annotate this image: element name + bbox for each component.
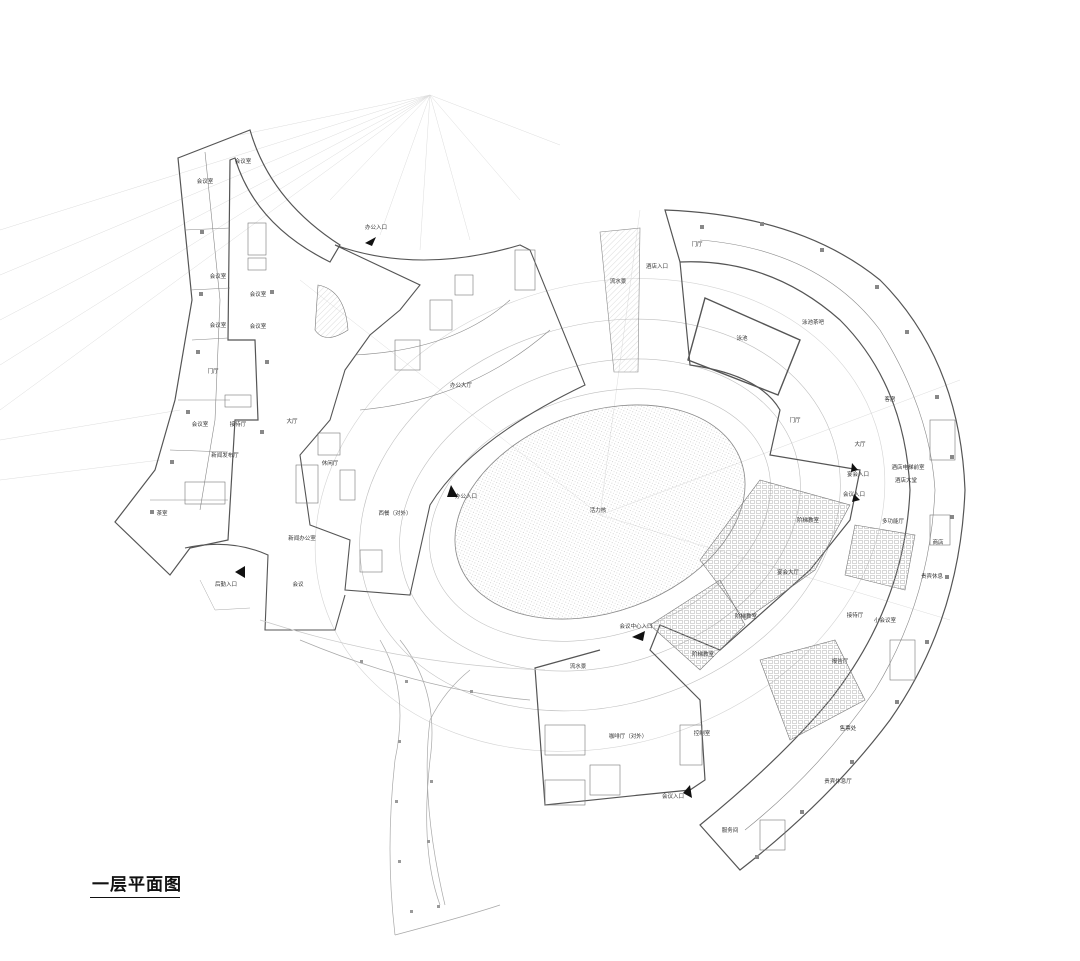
label-side-court: 流水景 xyxy=(570,662,587,670)
label-multi-hall: 多功能厅 xyxy=(882,517,905,525)
label-meeting-room-f: 会议室 xyxy=(250,322,267,330)
label-lecture-a: 阶梯教室 xyxy=(797,516,820,524)
drawing-title: 一层平面图 xyxy=(92,875,182,895)
label-meeting-room-e: 会议室 xyxy=(210,321,227,329)
label-tea-west: 茶室 xyxy=(156,509,168,517)
label-meeting-room-b: 会议室 xyxy=(197,177,214,185)
label-banquet-entrance: 宴会入口 xyxy=(847,470,869,478)
label-cafe: 咖啡厅（对外） xyxy=(609,732,648,740)
central-plaza: 活力核 xyxy=(454,404,746,620)
label-guest-room: 客房 xyxy=(884,395,896,403)
label-banquet-elev: 酒店电梯前室 xyxy=(891,463,925,471)
title-underline xyxy=(90,897,180,898)
label-sales-room: 售票处 xyxy=(840,724,857,732)
label-office-entrance-center: 办公入口 xyxy=(455,492,477,500)
water-strip: 流水景 xyxy=(599,227,641,373)
entrance-arrow-south xyxy=(235,566,245,578)
entrance-arrows xyxy=(235,237,860,798)
label-meeting-small: 会议 xyxy=(292,580,304,588)
label-office-entrance-south: 后勤入口 xyxy=(215,580,237,588)
entrance-arrow-meeting xyxy=(632,631,645,641)
southwest-block xyxy=(184,543,346,631)
label-reception-west: 接待厅 xyxy=(230,420,247,428)
label-pool: 泳池 xyxy=(736,334,748,342)
label-shop: 商店 xyxy=(932,538,944,546)
entrance-arrow-north xyxy=(365,237,376,246)
label-office-entrance-north: 办公入口 xyxy=(365,223,387,231)
lecture-seating xyxy=(649,479,916,741)
office-block xyxy=(299,244,586,596)
label-banquet-hall: 宴会大厅 xyxy=(777,568,800,576)
east-stairs xyxy=(544,419,956,851)
label-hall-east: 大厅 xyxy=(854,440,866,448)
plaza-rings xyxy=(314,278,886,752)
entrance-arrow-hotel xyxy=(852,494,860,502)
label-lobby-hall: 门厅 xyxy=(789,416,801,424)
west-wing-columns xyxy=(150,230,274,514)
entrance-arrow-center xyxy=(447,485,458,497)
label-meeting-room-g: 会议室 xyxy=(192,420,209,428)
label-hotel-lobby: 酒店大堂 xyxy=(895,476,918,484)
label-restaurant-ext: 西餐（对外） xyxy=(378,509,411,517)
label-meeting-room-c: 会议室 xyxy=(210,272,227,280)
east-columns xyxy=(700,222,954,859)
site-bollards xyxy=(360,660,473,913)
label-small-meeting-a: 接待厅 xyxy=(847,611,864,619)
label-hotel-entrance: 酒店入口 xyxy=(646,262,668,270)
label-service-room: 服务间 xyxy=(722,826,739,834)
label-meeting-room-a: 会议室 xyxy=(235,157,252,165)
east-crescent xyxy=(534,209,966,871)
office-core-rooms xyxy=(295,249,536,573)
label-lobby-west: 门厅 xyxy=(207,367,219,375)
label-vip-hall: 贵宾休息厅 xyxy=(824,777,852,785)
entrance-arrow-banquet xyxy=(851,463,858,472)
label-meeting-entrance-south: 会议入口 xyxy=(662,792,684,800)
label-news-release: 新闻发布厅 xyxy=(211,451,239,459)
label-lecture-b: 阶梯教室 xyxy=(735,612,758,620)
label-water-court: 流水景 xyxy=(610,277,627,285)
west-stair xyxy=(184,222,349,505)
label-meeting-center-entrance: 会议中心入口 xyxy=(619,622,652,630)
label-lecture-c: 阶梯教室 xyxy=(692,650,715,658)
label-meeting-room-d: 会议室 xyxy=(250,290,267,298)
label-lounge-west: 休闲厅 xyxy=(322,459,339,467)
label-hall-main: 大厅 xyxy=(286,417,298,425)
label-office-hall: 办公大厅 xyxy=(450,381,473,389)
entrance-arrow-south-east xyxy=(683,785,692,798)
label-news-office: 新闻办公室 xyxy=(288,534,316,542)
pool: 泳池 xyxy=(687,297,801,396)
central-plaza-label: 活力核 xyxy=(590,506,607,514)
label-vip-rest: 贵宾休息 xyxy=(921,572,944,580)
label-pool-lounge: 泳池茶吧 xyxy=(802,318,825,326)
label-auditorium: 报告厅 xyxy=(832,657,849,665)
west-wing xyxy=(114,129,341,576)
site-paths xyxy=(259,619,546,936)
label-lobby-east: 门厅 xyxy=(691,240,703,248)
label-small-meeting: 小会议室 xyxy=(874,616,897,624)
